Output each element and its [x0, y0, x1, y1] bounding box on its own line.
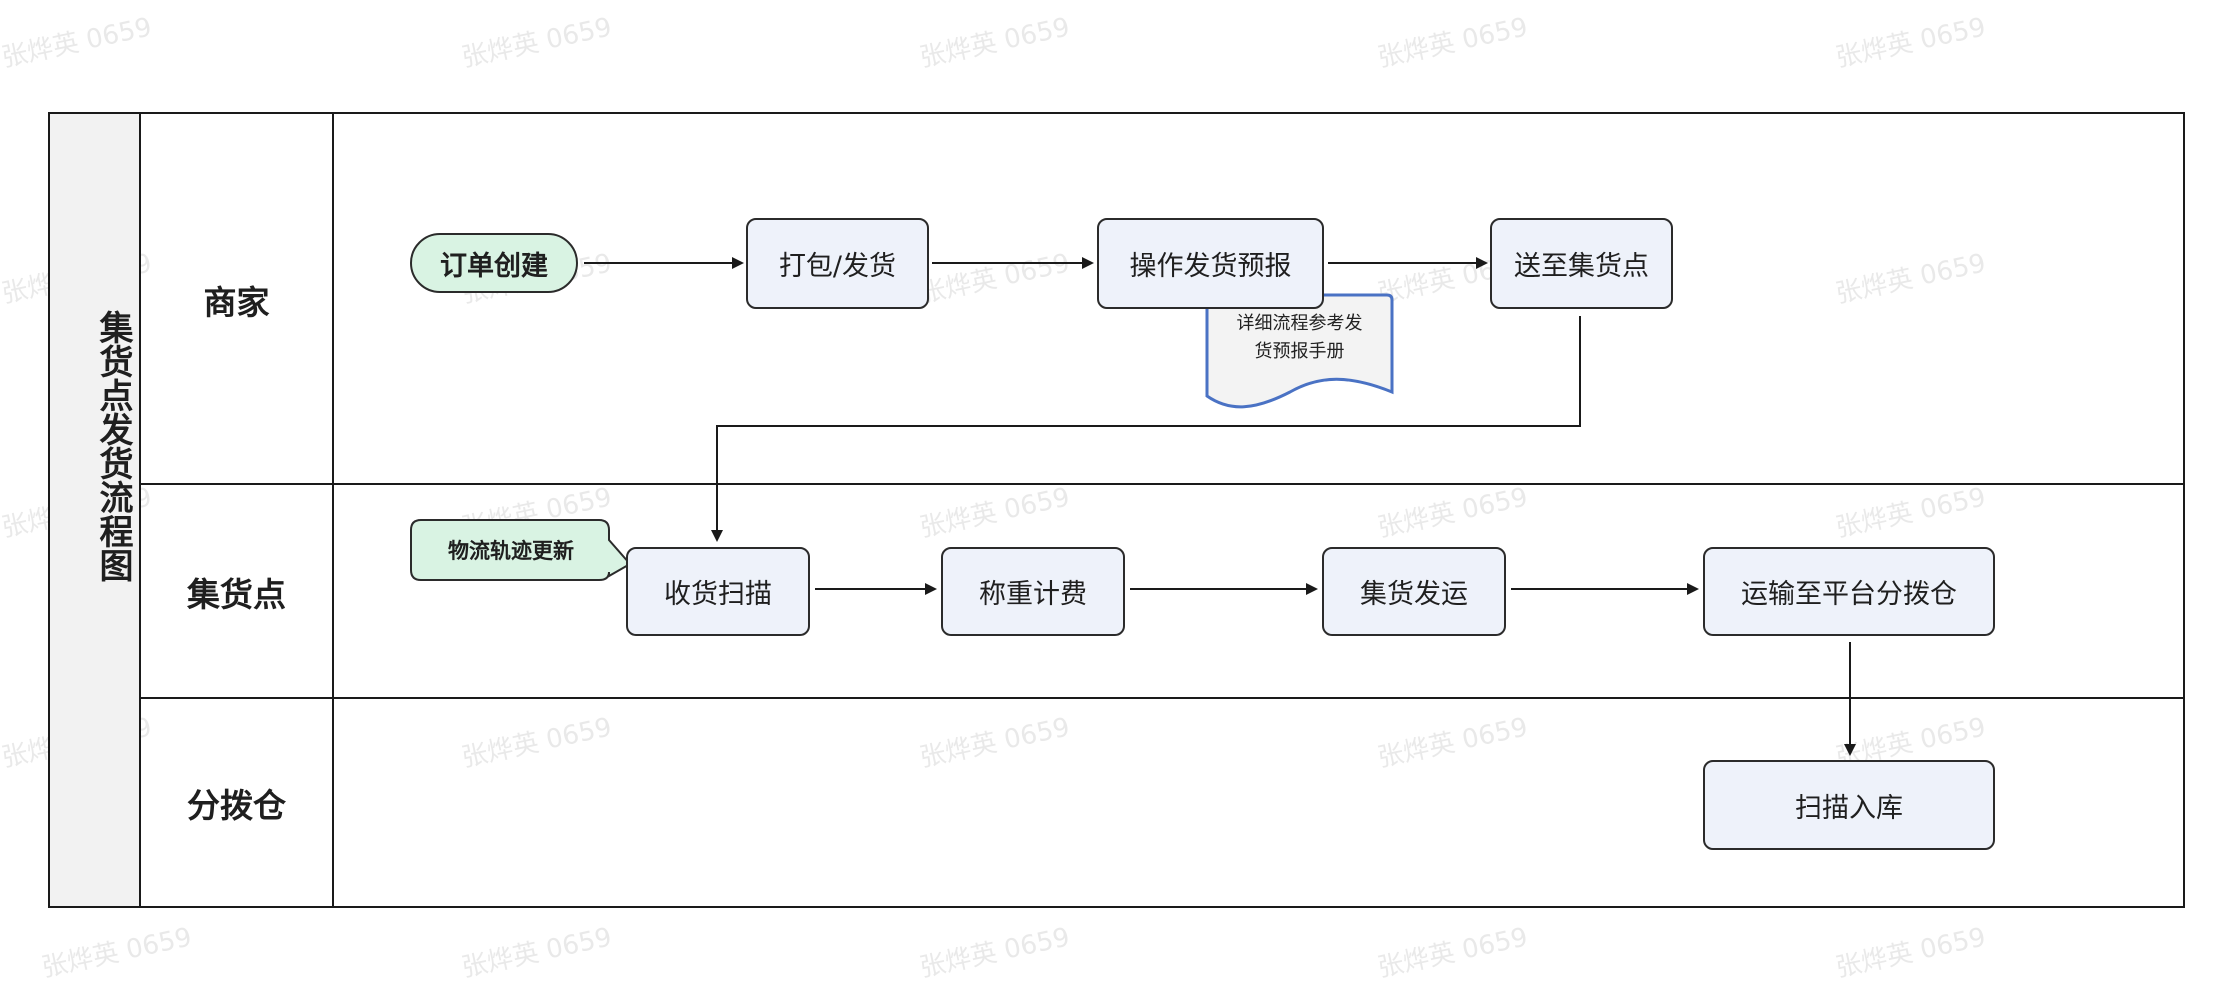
swimlane-frame: 集货点发货流程图 商家 集货点 分拨仓 — [48, 112, 2185, 908]
process-node-receive-scan: 收货扫描 — [626, 547, 810, 636]
process-node-scan-in: 扫描入库 — [1703, 760, 1995, 850]
watermark: 张烨英 0659 — [1833, 922, 1989, 984]
process-node-pack-ship: 打包/发货 — [746, 218, 929, 309]
diagram-title: 集货点发货流程图 — [93, 310, 133, 582]
watermark: 张烨英 0659 — [917, 922, 1073, 984]
watermark: 张烨英 0659 — [39, 922, 195, 984]
lane-label-collection-point: 集货点 — [141, 485, 334, 699]
document-note-line: 货预报手册 — [1254, 341, 1345, 362]
process-node-transport: 运输至平台分拨仓 — [1703, 547, 1995, 636]
process-node-pre-report: 操作发货预报 — [1097, 218, 1324, 309]
watermark: 张烨英 0659 — [1375, 922, 1531, 984]
lane-divider — [141, 483, 2183, 485]
watermark: 张烨英 0659 — [1833, 12, 1989, 74]
document-note-line: 详细流程参考发 — [1236, 313, 1363, 334]
process-node-weigh-fee: 称重计费 — [941, 547, 1125, 636]
process-node-send-to-point: 送至集货点 — [1490, 218, 1673, 309]
watermark: 张烨英 0659 — [459, 922, 615, 984]
watermark: 张烨英 0659 — [1375, 12, 1531, 74]
start-node-order-create: 订单创建 — [410, 233, 578, 293]
lane-label-merchant: 商家 — [141, 114, 334, 485]
watermark: 张烨英 0659 — [459, 12, 615, 74]
document-note: 详细流程参考发 货预报手册 — [1212, 310, 1387, 366]
watermark: 张烨英 0659 — [0, 12, 155, 74]
lane-divider — [141, 697, 2183, 699]
lane-label-distribution-warehouse: 分拨仓 — [141, 699, 334, 906]
callout-logistics-update: 物流轨迹更新 — [448, 539, 574, 563]
process-node-collect-ship: 集货发运 — [1322, 547, 1506, 636]
watermark: 张烨英 0659 — [917, 12, 1073, 74]
diagram-title-column: 集货点发货流程图 — [50, 114, 141, 906]
